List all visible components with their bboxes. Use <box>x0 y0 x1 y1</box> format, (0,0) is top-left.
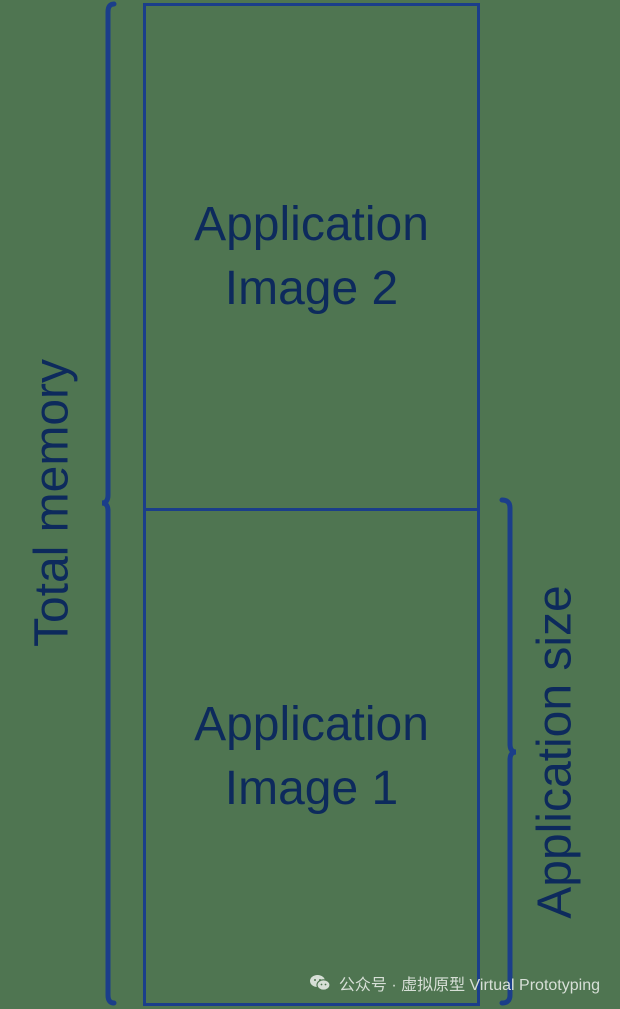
wechat-icon <box>309 975 331 991</box>
application-image-2-block: Application Image 2 <box>143 3 480 511</box>
watermark: 公众号 · 虚拟原型 Virtual Prototyping <box>309 971 600 995</box>
application-image-2-line2: Image 2 <box>224 262 399 315</box>
application-image-2-label: Application Image 2 <box>194 193 429 321</box>
application-image-1-line2: Image 1 <box>224 762 399 815</box>
application-image-1-label: Application Image 1 <box>194 693 429 821</box>
application-size-label: Application size <box>528 585 582 919</box>
application-size-bracket <box>499 497 517 1006</box>
watermark-text: 公众号 · 虚拟原型 Virtual Prototyping <box>338 977 600 994</box>
application-image-1-line1: Application <box>194 698 429 751</box>
total-memory-bracket <box>101 1 117 1006</box>
application-image-2-line1: Application <box>194 198 429 251</box>
total-memory-label: Total memory <box>25 358 79 648</box>
application-image-1-block: Application Image 1 <box>143 508 480 1006</box>
